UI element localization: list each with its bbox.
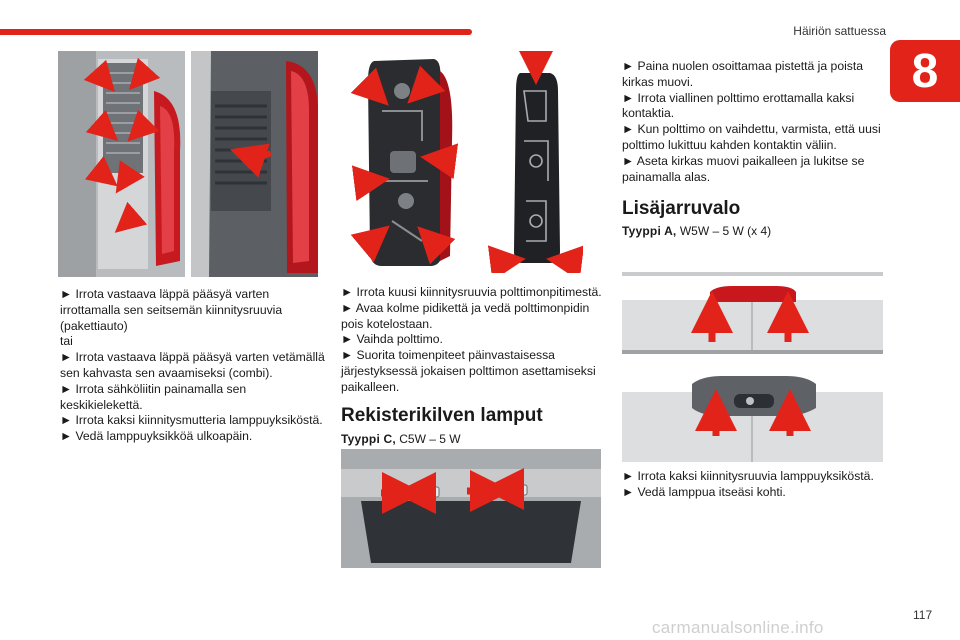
figure-access-flap: [58, 51, 185, 277]
brake-light-bulb-type: Tyyppi A, W5W – 5 W (x 4): [622, 224, 771, 238]
heading-license-plate-lamps: Rekisterikilven lamput: [341, 405, 543, 426]
page-number: 117: [913, 608, 933, 622]
bulb-holder-illustration: [488, 51, 583, 273]
figure-lamp-housing: [342, 51, 467, 273]
instruction-item: ► Aseta kirkas muovi paikalleen ja lukit…: [622, 153, 865, 184]
column3-instructions: ► Paina nuolen osoittamaa pistettä ja po…: [622, 59, 892, 185]
lamp-housing-illustration: [342, 51, 467, 273]
column1-instructions: ► Irrota vastaava läppä pääsyä varten ir…: [60, 287, 330, 445]
instruction-item: ► Avaa kolme pidikettä ja vedä polttimon…: [341, 300, 590, 331]
figure-flap-handle: [191, 51, 318, 277]
figure-bulb-holder: [488, 51, 583, 273]
instruction-item: ► Vedä lamppuyksikköä ulkoapäin.: [60, 429, 253, 444]
figure-brake-light-bottom: [622, 364, 883, 462]
instruction-item: ► Irrota sähköliitin painamalla sen kesk…: [60, 381, 247, 412]
column2-instructions: ► Irrota kuusi kiinnitysruuvia polttimon…: [341, 285, 607, 396]
instruction-item: ► Kun polttimo on vaihdettu, varmista, e…: [622, 122, 881, 152]
instruction-item: ► Irrota vastaava läppä pääsyä varten ve…: [60, 350, 325, 380]
access-flap-illustration: [58, 51, 185, 277]
figure-license-plate-lamps: [341, 449, 601, 568]
header-accent-bar: [0, 29, 472, 35]
type-label: Tyyppi A,: [622, 224, 677, 238]
brake-light-bottom-illustration: [622, 364, 883, 462]
instruction-item: ► Irrota kaksi kiinnitysruuvia lamppuyks…: [622, 469, 874, 483]
instruction-item: ► Irrota kuusi kiinnitysruuvia polttimon…: [341, 285, 602, 299]
instruction-item: ► Irrota vastaava läppä pääsyä varten ir…: [60, 287, 283, 333]
figure-brake-light-top: [622, 262, 883, 354]
section-title: Häiriön sattuessa: [793, 24, 886, 38]
instruction-item: ► Suorita toimenpiteet päinvastaisessa j…: [341, 348, 596, 394]
license-plate-illustration: [341, 449, 601, 568]
instruction-item: tai: [60, 334, 73, 349]
flap-handle-illustration: [191, 51, 318, 277]
chapter-number: 8: [911, 44, 939, 98]
type-value: C5W – 5 W: [399, 432, 461, 446]
instruction-item: ► Vedä lamppua itseäsi kohti.: [622, 484, 786, 499]
type-value: W5W – 5 W (x 4): [679, 224, 772, 238]
column3-instructions-after: ► Irrota kaksi kiinnitysruuvia lamppuyks…: [622, 469, 892, 501]
license-plate-bulb-type: Tyyppi C, C5W – 5 W: [341, 432, 461, 446]
heading-third-brake-light: Lisäjarruvalo: [622, 198, 741, 219]
brake-light-top-illustration: [622, 262, 883, 354]
instruction-item: ► Vaihda polttimo.: [341, 332, 443, 347]
watermark: carmanualsonline.info: [652, 618, 824, 637]
instruction-item: ► Irrota kaksi kiinnitysmutteria lamppuy…: [60, 413, 323, 428]
chapter-badge: 8: [890, 40, 960, 102]
type-label: Tyyppi C,: [341, 432, 396, 446]
instruction-item: ► Paina nuolen osoittamaa pistettä ja po…: [622, 59, 864, 89]
instruction-item: ► Irrota viallinen polttimo erottamalla …: [622, 90, 855, 121]
